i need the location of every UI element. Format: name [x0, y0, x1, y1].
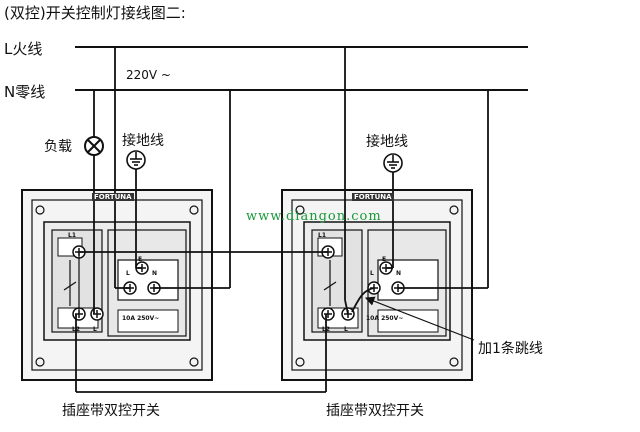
terminal-l-left: L: [93, 326, 97, 333]
terminal-l1-left: L1: [68, 232, 76, 239]
socket-l-left: L: [126, 270, 130, 277]
caption-right: 插座带双控开关: [326, 403, 424, 419]
watermark-text: www.diangon.com: [246, 209, 382, 224]
ground-label-left: 接地线: [122, 133, 164, 149]
terminal-l1-right: L1: [318, 232, 326, 239]
voltage-label: 220V ~: [126, 68, 171, 82]
ground-right-icon: [383, 153, 403, 173]
rating-left: 10A 250V~: [122, 315, 160, 322]
socket-e-right: E: [382, 256, 387, 263]
brand-left: FORTUNA: [92, 193, 134, 201]
device-left: [21, 189, 213, 381]
jumper-label: 加1条跳线: [478, 341, 543, 357]
socket-n-right: N: [396, 270, 402, 277]
socket-n-left: N: [152, 270, 158, 277]
socket-l-right: L: [370, 270, 374, 277]
caption-left: 插座带双控开关: [62, 403, 160, 419]
terminal-l-right: L: [344, 326, 348, 333]
terminal-l2-right: L2: [322, 326, 330, 333]
socket-e-left: E: [138, 256, 143, 263]
terminal-l2-left: L2: [72, 326, 80, 333]
ground-label-right: 接地线: [366, 134, 408, 150]
brand-right: FORTUNA: [352, 193, 394, 201]
load-label: 负载: [44, 139, 72, 155]
diagram-title: (双控)开关控制灯接线图二:: [4, 4, 186, 22]
neutral-line-label: N零线: [4, 83, 46, 101]
load-lamp-icon: [84, 136, 104, 156]
live-line-label: L火线: [4, 40, 43, 58]
jumper-arrow: [364, 296, 475, 341]
rating-right: 10A 250V~: [366, 315, 404, 322]
ground-left-icon: [126, 150, 146, 170]
